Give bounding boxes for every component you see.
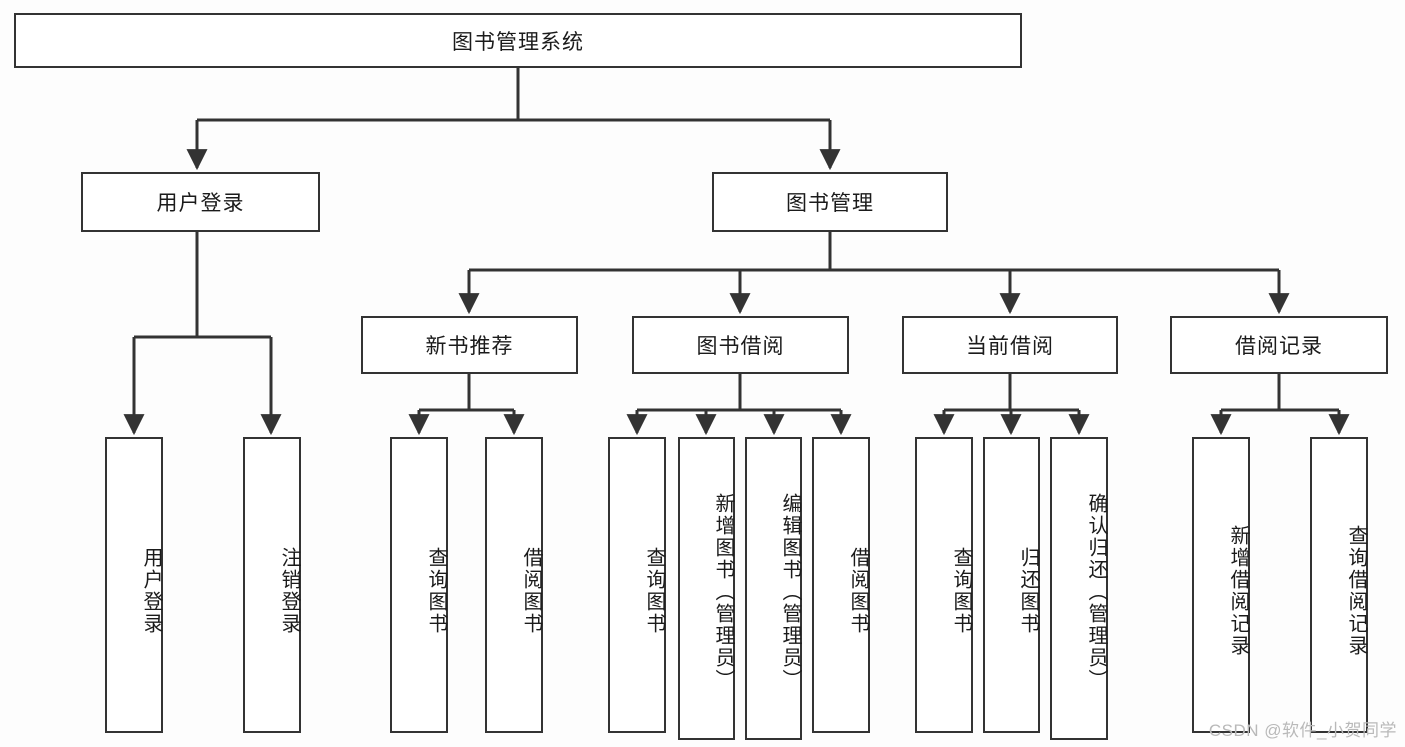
- node-current-borrowing[interactable]: 当前借阅: [902, 316, 1118, 374]
- node-label: 查询图书: [643, 547, 665, 635]
- node-label: 查询借阅记录: [1345, 525, 1367, 657]
- node-label: 归还图书: [1017, 547, 1039, 635]
- node-label: 借阅图书: [520, 547, 542, 635]
- node-label: 新增借阅记录: [1227, 525, 1249, 657]
- leaf-user-login[interactable]: 用户登录: [105, 437, 163, 733]
- node-label: 查询图书: [950, 547, 972, 635]
- leaf-edit-book-admin[interactable]: 编辑图书（管理员）: [745, 437, 802, 740]
- node-label: 新书推荐: [425, 335, 514, 358]
- leaf-borrow-book-recommendation[interactable]: 借阅图书: [485, 437, 543, 733]
- node-new-book-recommendation[interactable]: 新书推荐: [361, 316, 578, 374]
- leaf-add-borrowing-record[interactable]: 新增借阅记录: [1192, 437, 1250, 733]
- leaf-add-book-admin[interactable]: 新增图书（管理员）: [678, 437, 735, 740]
- leaf-query-borrowing-record[interactable]: 查询借阅记录: [1310, 437, 1368, 733]
- leaf-query-book-recommendation[interactable]: 查询图书: [390, 437, 448, 733]
- node-label: 当前借阅: [966, 335, 1054, 358]
- leaf-query-book-current[interactable]: 查询图书: [915, 437, 973, 733]
- leaf-logout[interactable]: 注销登录: [243, 437, 301, 733]
- node-label: 确认归还（管理员）: [1085, 492, 1107, 691]
- node-label: 用户登录: [140, 547, 162, 635]
- node-label: 图书借阅: [696, 335, 785, 358]
- leaf-confirm-return-admin[interactable]: 确认归还（管理员）: [1050, 437, 1108, 740]
- node-user-login[interactable]: 用户登录: [81, 172, 320, 232]
- csdn-watermark: CSDN @软件_小贺同学: [1208, 721, 1397, 740]
- node-root-book-management-system[interactable]: 图书管理系统: [14, 13, 1022, 68]
- node-label: 注销登录: [278, 547, 300, 635]
- node-label: 借阅记录: [1235, 335, 1323, 358]
- node-label: 用户登录: [156, 192, 245, 215]
- node-label: 编辑图书（管理员）: [779, 492, 801, 691]
- leaf-borrow-book-borrowing[interactable]: 借阅图书: [812, 437, 870, 733]
- node-label: 图书管理: [786, 192, 874, 215]
- node-label: 新增图书（管理员）: [712, 492, 734, 691]
- node-label: 借阅图书: [847, 547, 869, 635]
- node-label: 图书管理系统: [452, 30, 584, 54]
- leaf-return-book[interactable]: 归还图书: [983, 437, 1040, 733]
- node-book-borrowing[interactable]: 图书借阅: [632, 316, 849, 374]
- leaf-query-book-borrowing[interactable]: 查询图书: [608, 437, 666, 733]
- node-book-management[interactable]: 图书管理: [712, 172, 948, 232]
- node-borrowing-record[interactable]: 借阅记录: [1170, 316, 1388, 374]
- node-label: 查询图书: [425, 547, 447, 635]
